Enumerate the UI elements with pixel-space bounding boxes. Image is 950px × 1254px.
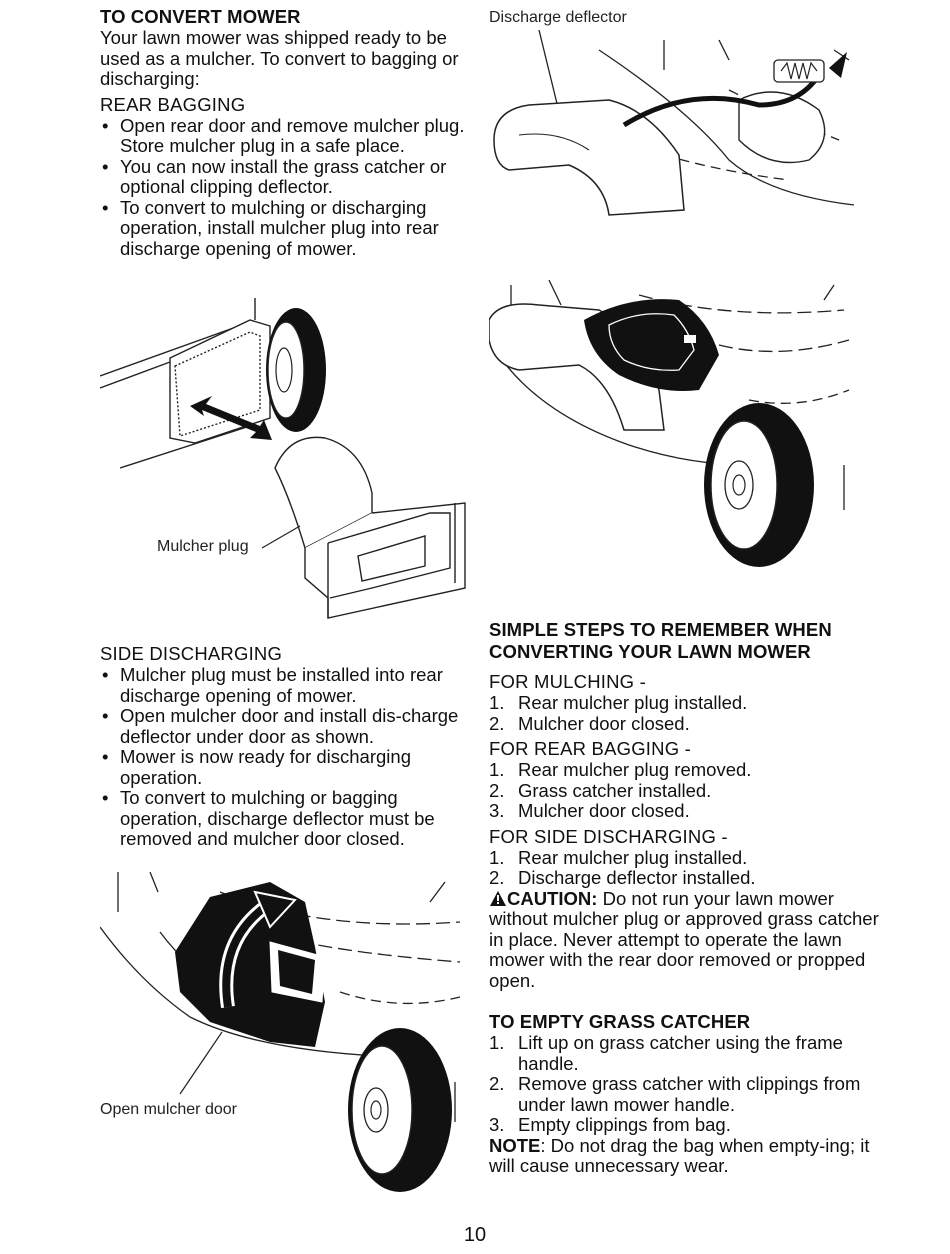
side-discharging-heading: SIDE DISCHARGING — [100, 643, 283, 664]
mulcher-plug-illustration — [100, 298, 470, 628]
open-mulcher-door-illustration — [100, 872, 470, 1202]
list-item: You can now install the grass catcher or… — [100, 156, 470, 198]
side-discharging-steps-heading: FOR SIDE DISCHARGING - — [489, 825, 728, 847]
rear-bagging-steps-list: 1.Rear mulcher plug removed. 2.Grass cat… — [489, 759, 889, 822]
list-item: 1.Rear mulcher plug removed. — [489, 759, 752, 780]
empty-grass-catcher-list: 1.Lift up on grass catcher using the fra… — [489, 1032, 889, 1136]
simple-steps-title: SIMPLE STEPS TO REMEMBER WHEN CONVERTING… — [489, 619, 832, 662]
list-item: Open mulcher door and install dis-charge… — [100, 705, 470, 747]
caution-paragraph: CAUTION: Do not run your lawn mower with… — [489, 887, 889, 992]
rear-bagging-list: Open rear door and remove mulcher plug. … — [100, 115, 470, 260]
list-item: 2.Mulcher door closed. — [489, 712, 690, 734]
list-item: 3.Empty clippings from bag. — [489, 1114, 731, 1135]
list-item: 1.Rear mulcher plug installed. — [489, 692, 748, 713]
list-item: 1.Rear mulcher plug installed. — [489, 846, 748, 868]
deflector-installed-illustration — [489, 280, 854, 570]
caution-text: Do not run your lawn mower without mulch… — [489, 887, 879, 991]
caution-label: CAUTION: — [507, 887, 598, 909]
mulching-heading: FOR MULCHING - — [489, 671, 646, 692]
discharge-deflector-caption: Discharge deflector — [489, 9, 627, 26]
warning-triangle-icon — [490, 890, 506, 906]
note-label: NOTE — [489, 1134, 541, 1156]
list-item: 2.Grass catcher installed. — [489, 779, 712, 801]
rear-bagging-heading: REAR BAGGING — [100, 93, 246, 115]
list-item: 3.Mulcher door closed. — [489, 800, 690, 821]
list-item: 2.Discharge deflector installed. — [489, 867, 756, 888]
side-discharging-steps-list: 1.Rear mulcher plug installed. 2.Dischar… — [489, 846, 889, 889]
list-item: To convert to mulching or discharging op… — [100, 197, 470, 260]
side-discharging-section: SIDE DISCHARGING Mulcher plug must be in… — [100, 643, 470, 850]
empty-grass-catcher-title: TO EMPTY GRASS CATCHER — [489, 1011, 751, 1032]
note-paragraph: NOTE: Do not drag the bag when empty-ing… — [489, 1134, 889, 1177]
list-item: To convert to mulching or bagging operat… — [100, 787, 470, 850]
simple-steps-section: SIMPLE STEPS TO REMEMBER WHEN CONVERTING… — [489, 619, 889, 1177]
list-item: 1.Lift up on grass catcher using the fra… — [489, 1032, 843, 1074]
mulcher-plug-caption: Mulcher plug — [157, 538, 249, 555]
list-item: Mulcher plug must be installed into rear… — [100, 664, 470, 706]
page-number: 10 — [463, 1224, 487, 1246]
list-item: Open rear door and remove mulcher plug. … — [100, 115, 470, 157]
mulching-list: 1.Rear mulcher plug installed. 2.Mulcher… — [489, 692, 889, 734]
side-discharging-list: Mulcher plug must be installed into rear… — [100, 664, 470, 850]
convert-mower-title: TO CONVERT MOWER — [100, 6, 301, 27]
rear-bagging-steps-heading: FOR REAR BAGGING - — [489, 738, 691, 759]
left-column: TO CONVERT MOWER Your lawn mower was shi… — [100, 6, 470, 259]
list-item: Mower is now ready for discharging opera… — [100, 746, 470, 788]
discharge-deflector-illustration — [489, 30, 854, 230]
convert-intro: Your lawn mower was shipped ready to be … — [100, 27, 459, 89]
note-text: : Do not drag the bag when empty-ing; it… — [489, 1134, 870, 1176]
open-mulcher-door-caption: Open mulcher door — [100, 1101, 237, 1118]
list-item: 2.Remove grass catcher with clippings fr… — [489, 1073, 861, 1115]
